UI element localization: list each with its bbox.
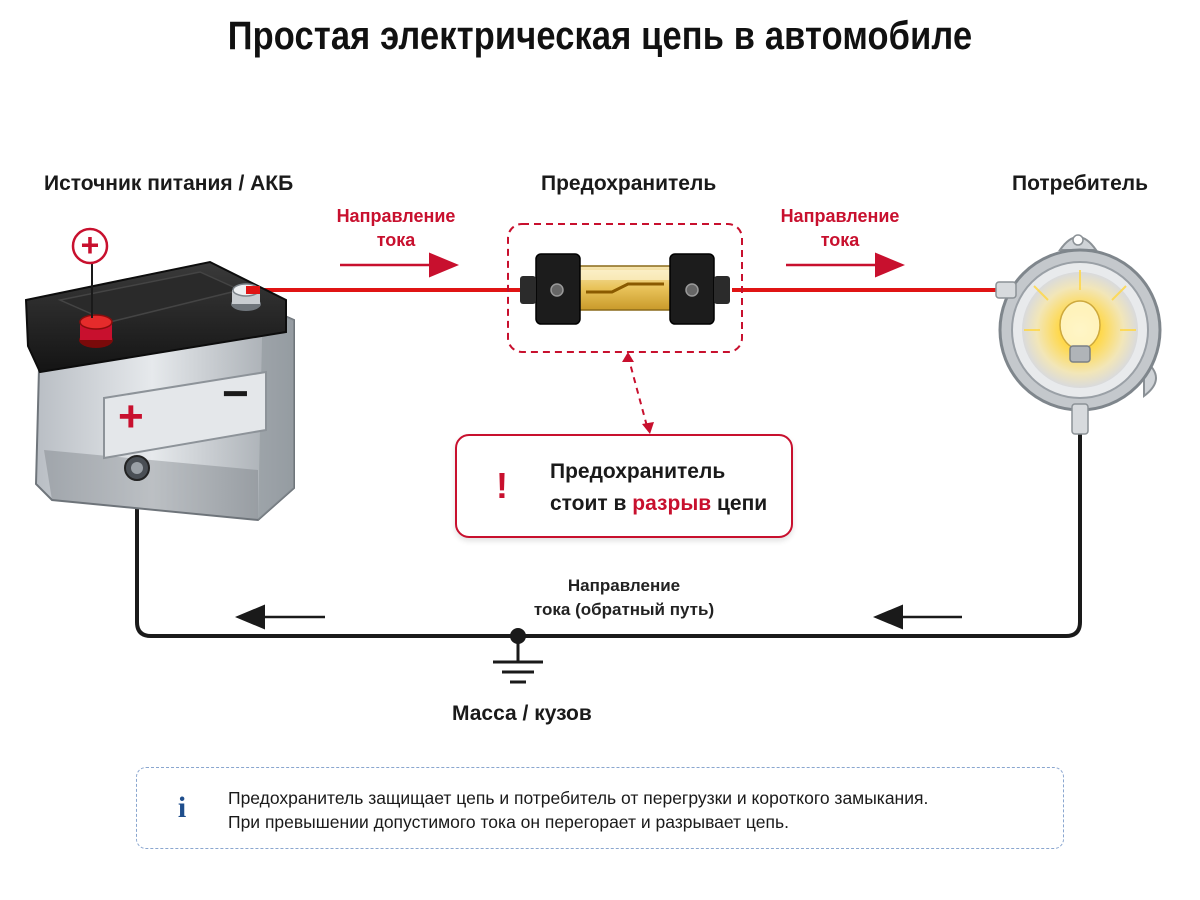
callout-line2: стоит в разрыв цепи [550,488,767,520]
plus-badge: + [80,227,100,263]
current-direction-right-line2: тока [820,230,860,250]
callout-line1: Предохранитель [550,460,726,483]
battery [24,227,295,522]
callout-text: Предохранитель стоит в разрыв цепи [550,456,767,520]
battery-plus-symbol: + [118,392,144,441]
fuse-callout [455,434,793,538]
info-box [136,767,1064,849]
callout-highlight: разрыв [632,492,712,515]
current-direction-left-line2: тока [376,230,416,250]
info-line1: Предохранитель защищает цепь и потребите… [228,788,929,808]
ground-label: Масса / кузов [452,702,592,725]
current-direction-return: Направление тока (обратный путь) [508,574,740,622]
ground-symbol [493,628,543,684]
return-wire [135,430,1082,638]
current-direction-left-line1: Направление [336,206,456,226]
exclamation-glyph: ! [496,465,508,506]
info-glyph: i [177,791,187,824]
current-direction-return-line2: тока (обратный путь) [533,600,715,619]
current-direction-return-line1: Направление [567,576,681,595]
info-text: Предохранитель защищает цепь и потребите… [228,786,928,834]
fuse-label: Предохранитель [541,172,717,195]
fuse [507,223,743,353]
current-direction-right-line1: Направление [780,206,900,226]
callout-line2-end: цепи [711,492,768,515]
headlight [995,234,1162,435]
info-line2: При превышении допустимого тока он перег… [228,812,789,832]
page-title: Простая электрическая цепь в автомобиле [227,14,973,58]
callout-connector [627,355,649,431]
consumer-label: Потребитель [1012,172,1149,195]
battery-minus-symbol: − [222,367,249,419]
current-direction-left: Направление тока [316,204,476,252]
callout-line2-start: стоит в [550,492,633,515]
current-direction-right: Направление тока [760,204,920,252]
source-label: Источник питания / АКБ [44,172,294,195]
